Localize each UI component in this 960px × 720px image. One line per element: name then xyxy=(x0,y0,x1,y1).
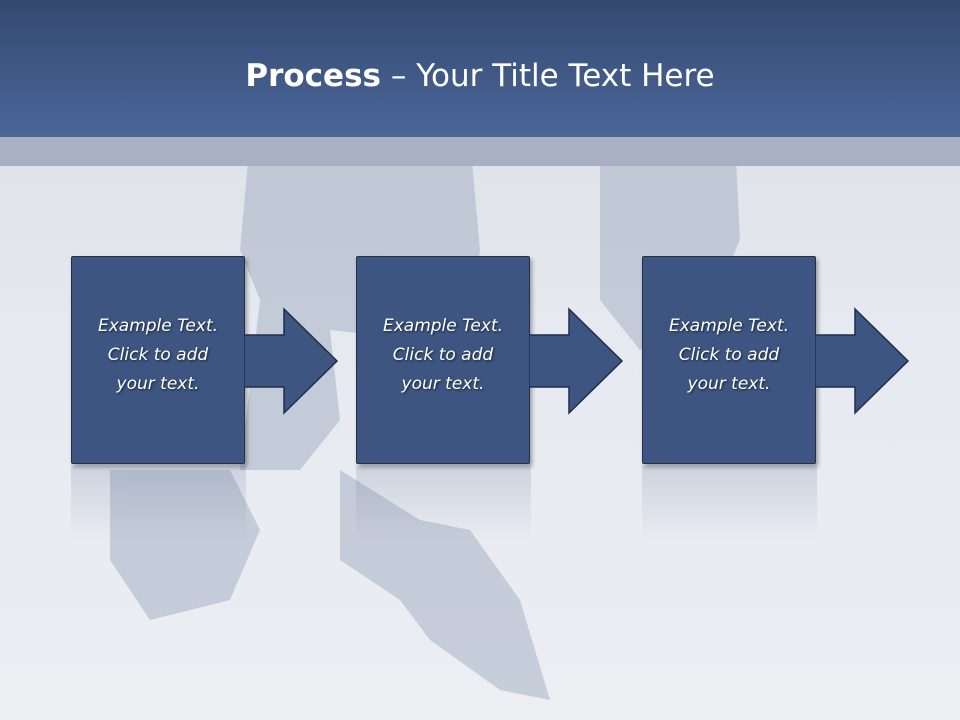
step-text[interactable]: Example Text. Click to add your text. xyxy=(382,316,504,394)
process-step-3[interactable]: Example Text. Click to add your text. xyxy=(642,256,817,465)
title-bar xyxy=(0,0,960,137)
title-bold-text: Process xyxy=(245,58,381,94)
step-box[interactable]: Example Text. Click to add your text. xyxy=(71,256,245,464)
step-box[interactable]: Example Text. Click to add your text. xyxy=(642,256,816,464)
step-box[interactable]: Example Text. Click to add your text. xyxy=(356,256,530,464)
step-reflection xyxy=(642,466,817,541)
step-text[interactable]: Example Text. Click to add your text. xyxy=(668,316,790,394)
arrow-right-icon xyxy=(529,307,624,415)
title-rest-text: – Your Title Text Here xyxy=(381,58,715,94)
process-step-1[interactable]: Example Text. Click to add your text. xyxy=(71,256,246,465)
arrow-right-icon xyxy=(815,307,910,415)
step-reflection xyxy=(356,466,531,541)
step-text[interactable]: Example Text. Click to add your text. xyxy=(97,316,219,394)
slide-title[interactable]: Process – Your Title Text Here xyxy=(0,56,960,96)
arrow-right-icon xyxy=(244,307,339,415)
step-reflection xyxy=(71,466,246,541)
process-step-2[interactable]: Example Text. Click to add your text. xyxy=(356,256,531,465)
header-band xyxy=(0,137,960,166)
